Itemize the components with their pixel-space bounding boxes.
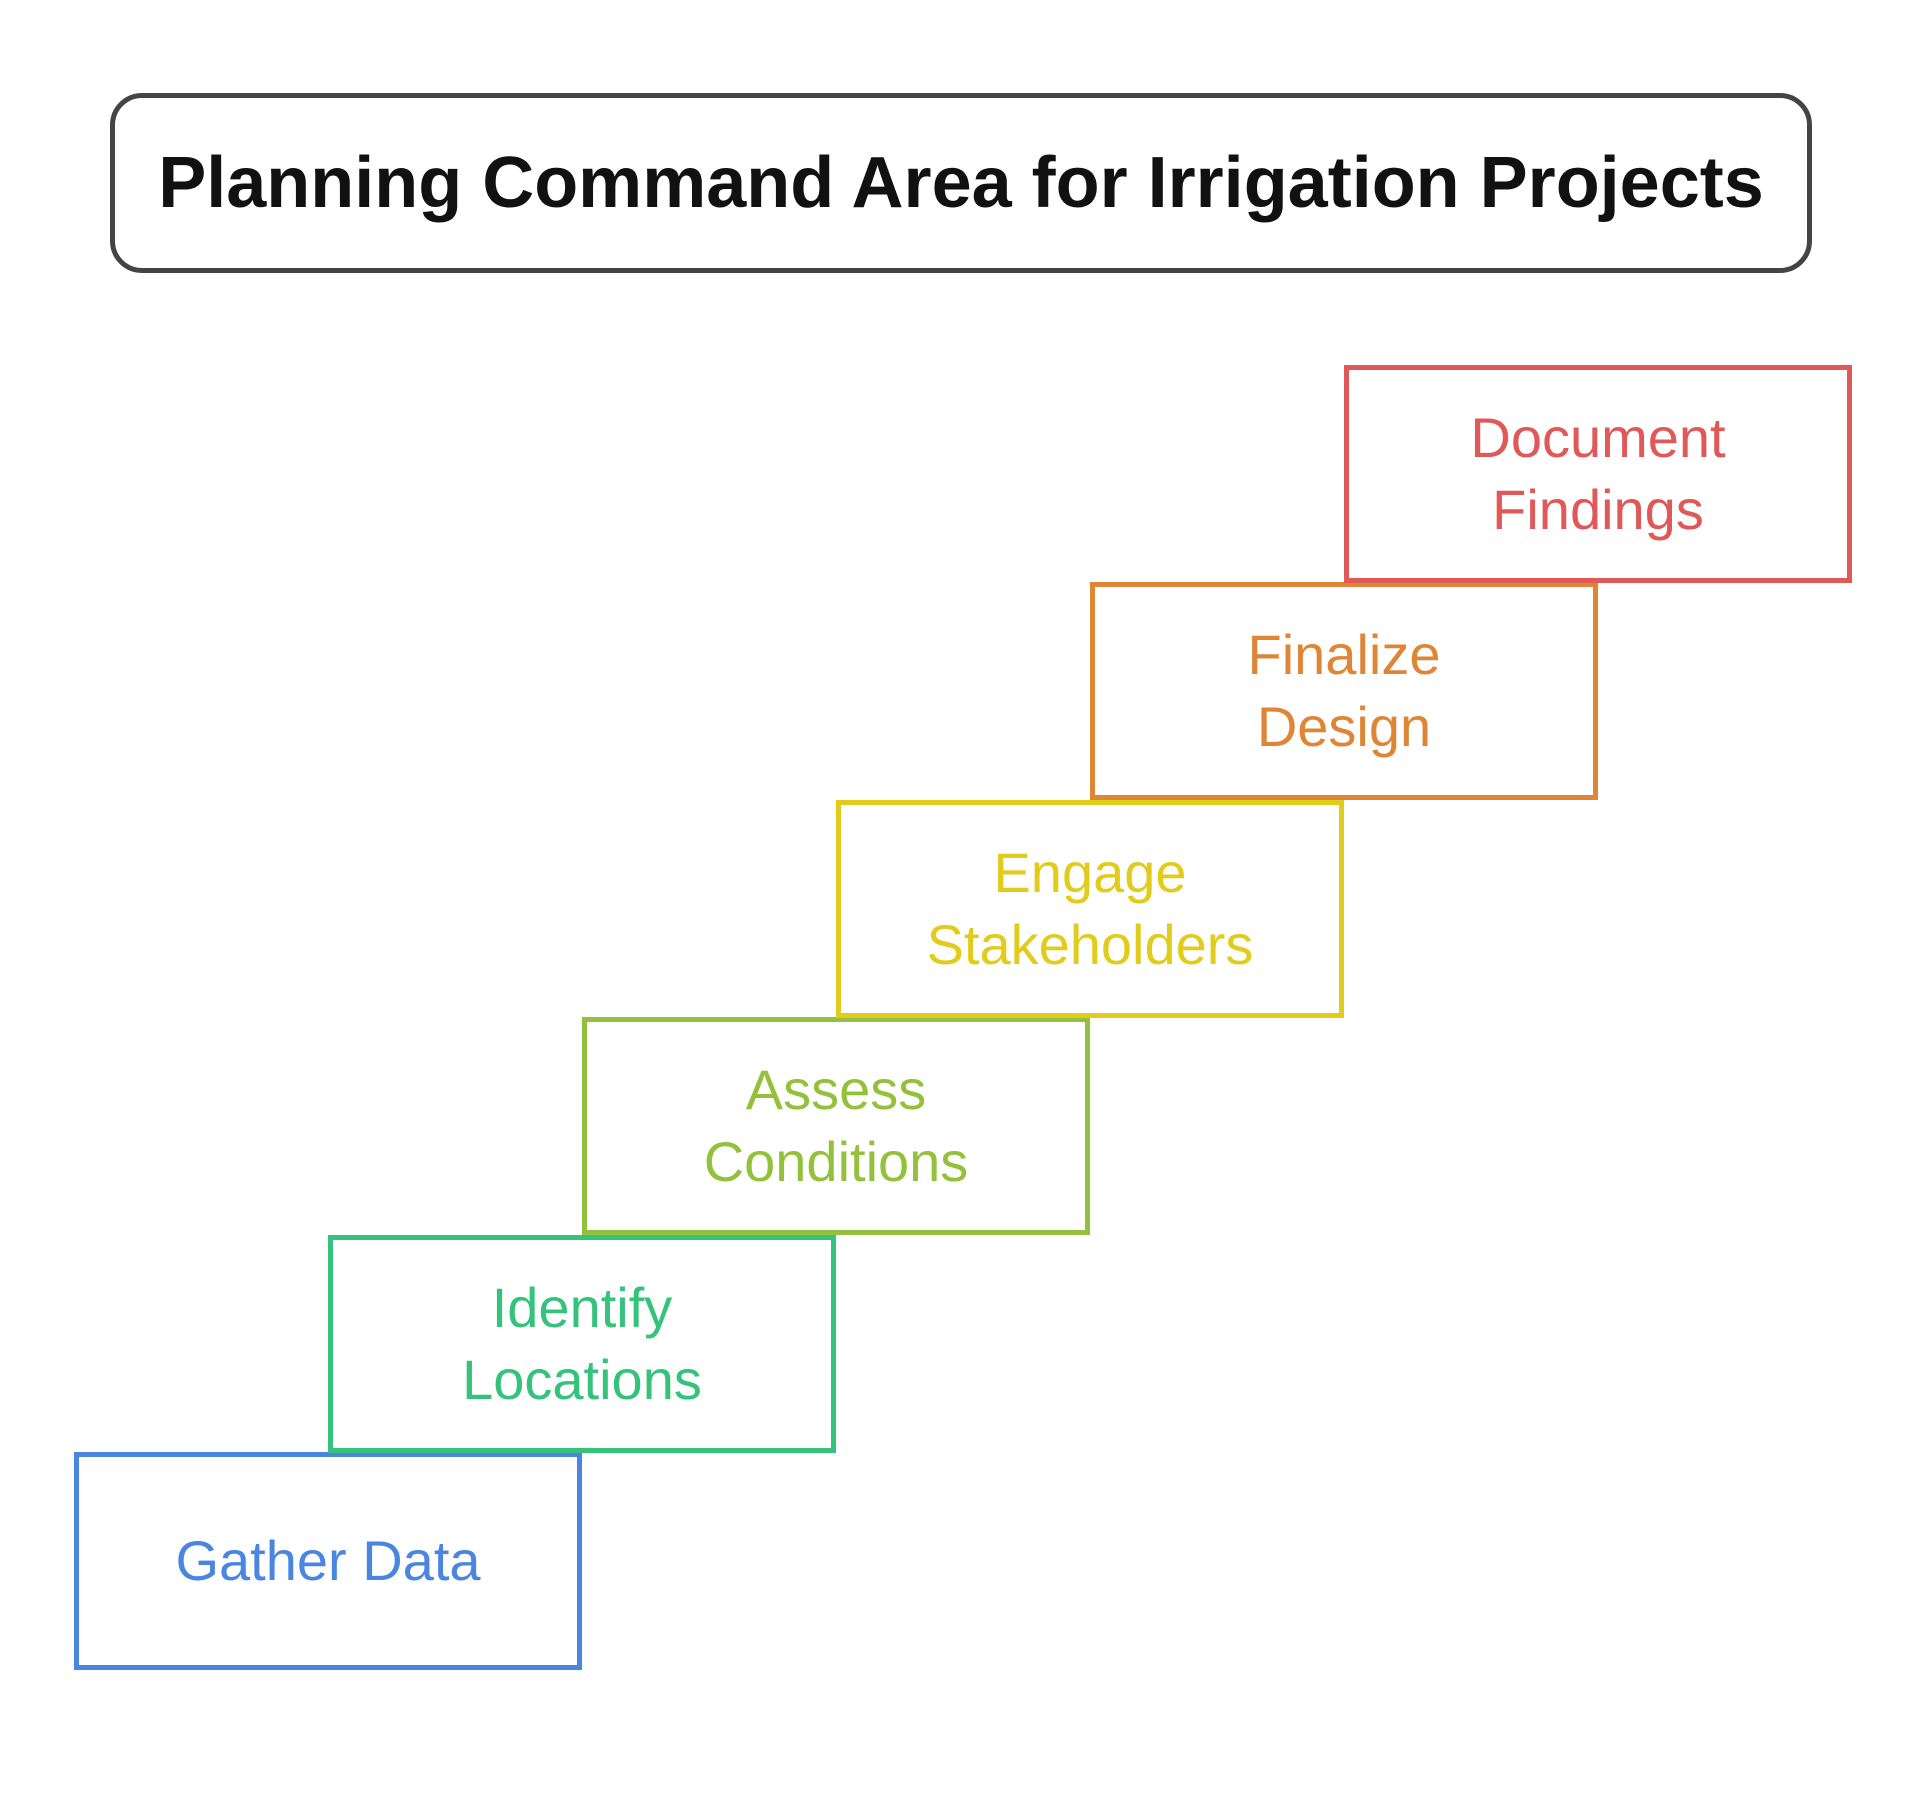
diagram-title-box: Planning Command Area for Irrigation Pro… [110,93,1812,273]
step-label: Gather Data [175,1529,481,1592]
step-label: Assess Conditions [703,1058,969,1193]
step-label: Finalize Design [1247,623,1441,758]
step-finalize-design: Finalize Design [1090,582,1598,800]
step-document-findings: Document Findings [1344,365,1852,583]
diagram-title: Planning Command Area for Irrigation Pro… [158,143,1764,223]
step-identify-locations: Identify Locations [328,1235,836,1453]
step-gather-data: Gather Data [74,1452,582,1670]
step-assess-conditions: Assess Conditions [582,1017,1090,1235]
step-label: Identify Locations [462,1276,702,1411]
step-label: Document Findings [1470,406,1726,541]
step-label: Engage Stakeholders [926,841,1254,976]
step-engage-stakeholders: Engage Stakeholders [836,800,1344,1018]
